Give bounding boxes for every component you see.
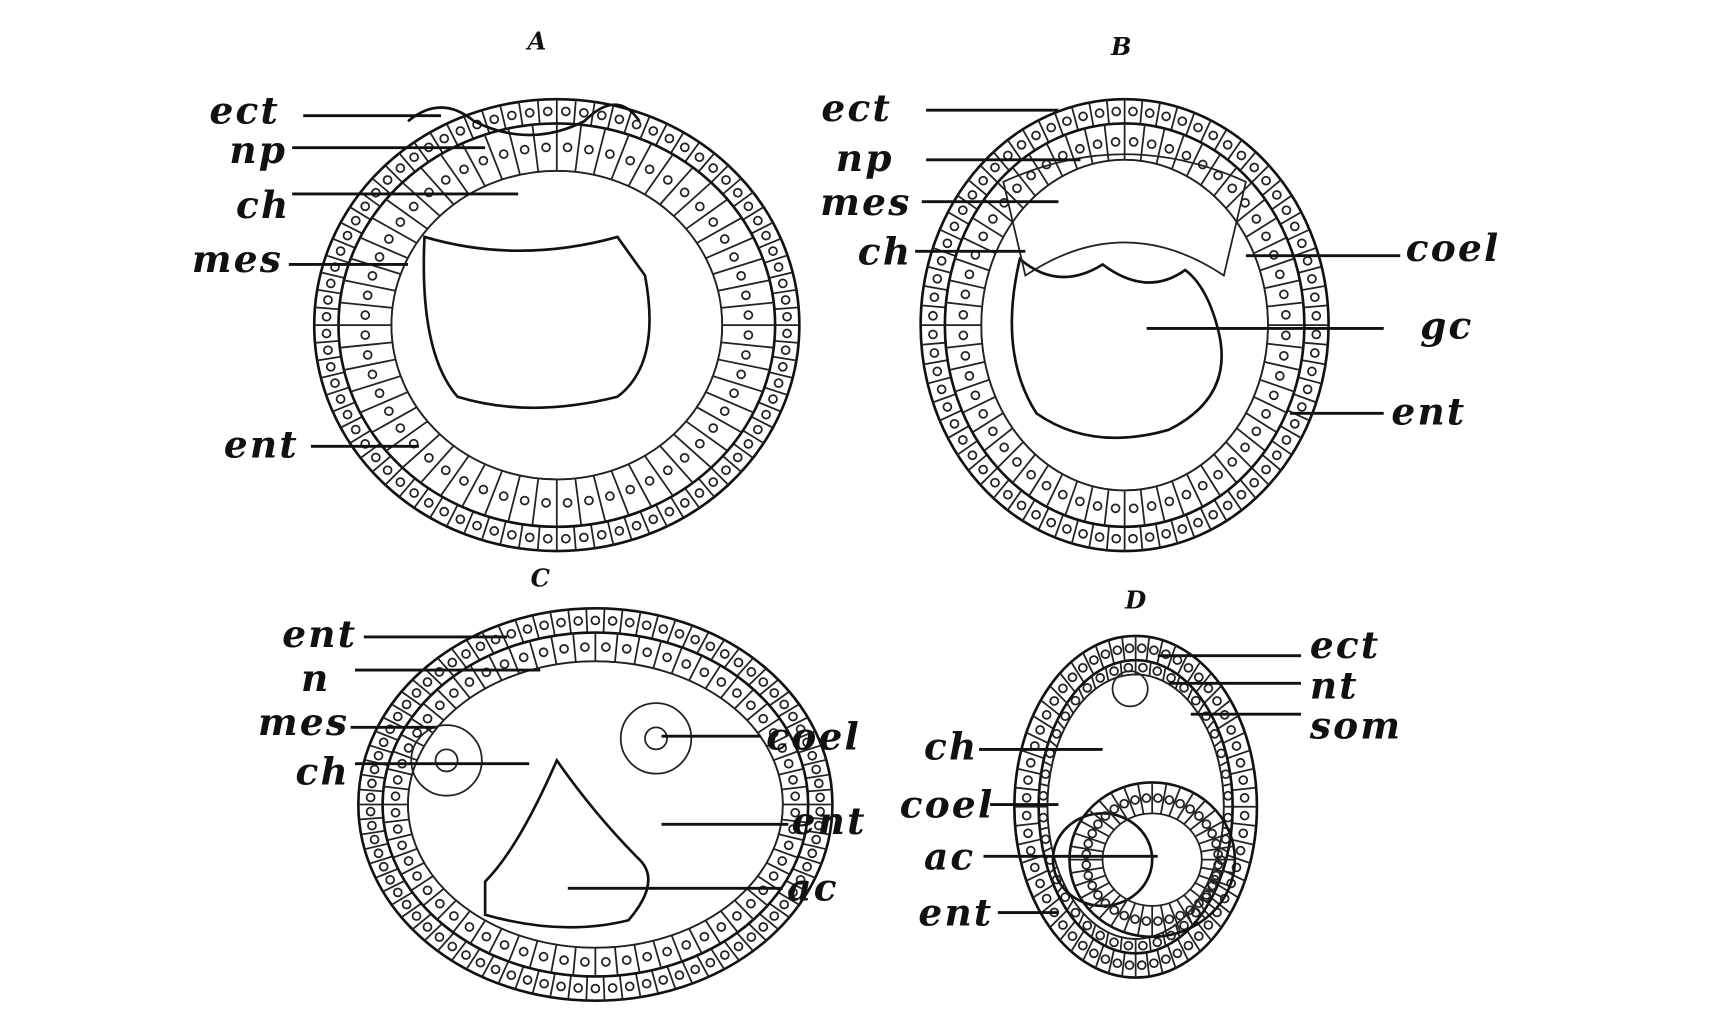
label-d-nt: nt [1310, 664, 1359, 708]
label-b-gc: gc [1420, 303, 1473, 347]
label-c-n: n [301, 656, 330, 700]
label-a-ent: ent [224, 422, 299, 466]
label-d-ent: ent [918, 891, 993, 935]
section-b [919, 97, 1330, 553]
label-a-ect: ect [209, 88, 280, 132]
label-b-ent: ent [1391, 389, 1466, 433]
label-b-ect: ect [821, 86, 892, 130]
label-d-coel: coel [900, 783, 995, 827]
panel-title-c: C [531, 563, 551, 592]
label-c-mes: mes [258, 700, 349, 744]
label-a-ch: ch [236, 183, 290, 227]
label-c-ac: ac [787, 865, 839, 909]
label-a-np: np [229, 128, 287, 172]
label-c-coel: coel [766, 714, 861, 758]
section-c [357, 607, 834, 1002]
section-d-cavity [1051, 812, 1154, 908]
panel-title-b: B [1110, 32, 1132, 61]
label-d-ac: ac [924, 835, 976, 879]
label-d-som: som [1309, 703, 1402, 747]
section-d [1013, 634, 1259, 979]
label-d-ect: ect [1310, 623, 1381, 667]
label-c-ent: ent [282, 612, 357, 656]
label-b-coel: coel [1406, 226, 1501, 270]
section-a-cavity [422, 235, 651, 410]
label-c-ent: ent [792, 799, 867, 843]
panel-title-d: D [1124, 585, 1146, 614]
panel-title-a: A [526, 27, 547, 56]
label-b-ch: ch [858, 230, 912, 274]
label-d-ch: ch [924, 724, 978, 768]
label-c-ch: ch [295, 750, 349, 794]
label-b-np: np [836, 136, 894, 180]
section-b-cavity [1010, 256, 1223, 440]
section-a [312, 97, 801, 553]
section-c-cavity [483, 757, 650, 929]
label-a-mes: mes [192, 237, 283, 281]
label-b-mes: mes [820, 180, 911, 224]
